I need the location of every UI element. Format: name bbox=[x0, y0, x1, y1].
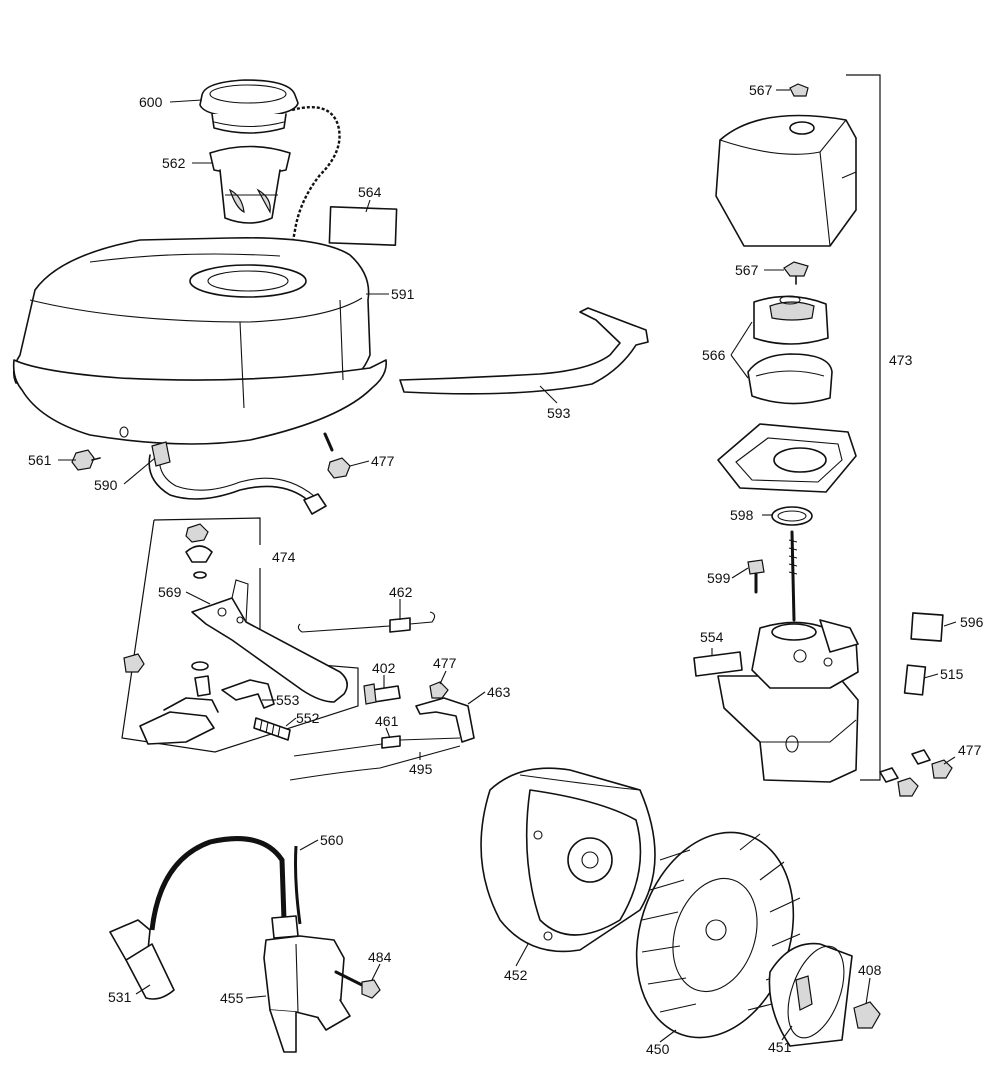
callout-452: 452 bbox=[504, 967, 528, 983]
pin-402 bbox=[363, 683, 401, 705]
label-515 bbox=[903, 664, 927, 696]
callout-451: 451 bbox=[768, 1039, 792, 1055]
callout-495: 495 bbox=[409, 761, 433, 777]
callout-553: 553 bbox=[276, 692, 300, 708]
fuel-tank bbox=[12, 237, 388, 445]
link-463 bbox=[415, 697, 475, 743]
callout-591: 591 bbox=[391, 286, 415, 302]
callout-554: 554 bbox=[700, 629, 724, 645]
fuel-line bbox=[148, 441, 327, 515]
flywheel-452 bbox=[480, 767, 656, 953]
air-filter-566 bbox=[747, 295, 833, 405]
callout-408: 408 bbox=[858, 962, 882, 978]
nut-408 bbox=[853, 1001, 881, 1029]
fuel-strainer bbox=[209, 145, 291, 224]
callout-462: 462 bbox=[389, 584, 413, 600]
callout-599: 599 bbox=[707, 570, 731, 586]
callout-455: 455 bbox=[220, 990, 244, 1006]
nut-477-tank bbox=[323, 432, 351, 479]
leader-lines bbox=[58, 89, 957, 1043]
callout-477-carb: 477 bbox=[958, 742, 982, 758]
nut-477-lever bbox=[429, 681, 449, 699]
callout-552: 552 bbox=[296, 710, 320, 726]
callout-484: 484 bbox=[368, 949, 392, 965]
callout-477-tank: 477 bbox=[371, 453, 395, 469]
wing-nut-567-mid bbox=[783, 261, 809, 285]
callout-474: 474 bbox=[272, 549, 296, 565]
air-cleaner-base bbox=[717, 423, 857, 493]
callout-567-mid: 567 bbox=[735, 262, 759, 278]
air-cleaner-cover bbox=[715, 114, 857, 247]
callout-402: 402 bbox=[372, 660, 396, 676]
spring-462 bbox=[297, 611, 436, 633]
tank-gasket bbox=[399, 307, 649, 395]
governor-small-parts bbox=[123, 523, 275, 745]
air-cleaner-bracket bbox=[846, 74, 881, 781]
callout-515: 515 bbox=[940, 666, 964, 682]
bolt-484 bbox=[334, 970, 381, 999]
callout-477-lever: 477 bbox=[433, 655, 457, 671]
governor-lever bbox=[191, 579, 348, 703]
wing-nut-567-top bbox=[789, 83, 809, 97]
carburetor-554 bbox=[693, 619, 859, 783]
callout-561: 561 bbox=[28, 452, 52, 468]
bolt-561 bbox=[71, 449, 101, 471]
fuel-cap bbox=[199, 79, 299, 134]
spring-553 bbox=[253, 717, 291, 741]
callout-labels: 600 562 564 591 593 561 590 477 474 569 … bbox=[28, 82, 984, 1057]
bolt-599 bbox=[747, 559, 765, 594]
callout-562: 562 bbox=[162, 155, 186, 171]
rod-461-495 bbox=[289, 735, 461, 781]
callout-450: 450 bbox=[646, 1041, 670, 1057]
callout-531: 531 bbox=[108, 989, 132, 1005]
callout-463: 463 bbox=[487, 684, 511, 700]
callout-598: 598 bbox=[730, 507, 754, 523]
callout-461: 461 bbox=[375, 713, 399, 729]
callout-596: 596 bbox=[960, 614, 984, 630]
gasket-598 bbox=[771, 506, 813, 526]
carb-stud bbox=[788, 530, 798, 622]
label-596 bbox=[910, 612, 944, 642]
callout-569: 569 bbox=[158, 584, 182, 600]
callout-564: 564 bbox=[358, 184, 382, 200]
label-sticker bbox=[328, 206, 398, 246]
callout-567-top: 567 bbox=[749, 82, 773, 98]
callout-593: 593 bbox=[547, 405, 571, 421]
callout-566: 566 bbox=[702, 347, 726, 363]
nuts-477-carb bbox=[879, 749, 953, 797]
callout-600: 600 bbox=[139, 94, 163, 110]
callout-590: 590 bbox=[94, 477, 118, 493]
callout-560: 560 bbox=[320, 832, 344, 848]
ignition-coil bbox=[109, 836, 351, 1053]
starter-cup-451 bbox=[768, 942, 853, 1047]
callout-473: 473 bbox=[889, 352, 913, 368]
